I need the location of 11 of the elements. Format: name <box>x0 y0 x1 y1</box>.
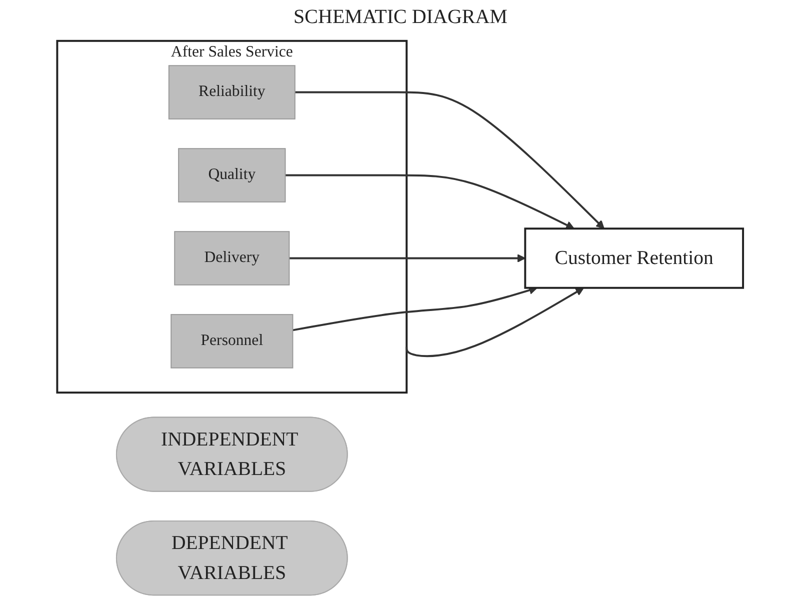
diagram-title: SCHEMATIC DIAGRAM <box>292 6 508 29</box>
node-box: Quality <box>178 148 286 202</box>
node-box: Delivery <box>174 231 290 286</box>
arrow <box>286 174 575 230</box>
node-box: Customer Retention <box>524 228 744 289</box>
arrow <box>406 287 584 358</box>
node-box: Personnel <box>171 314 294 368</box>
arrow <box>290 254 526 263</box>
arrow <box>295 91 605 229</box>
node-box: Reliability <box>168 65 296 120</box>
arrow <box>292 286 538 332</box>
